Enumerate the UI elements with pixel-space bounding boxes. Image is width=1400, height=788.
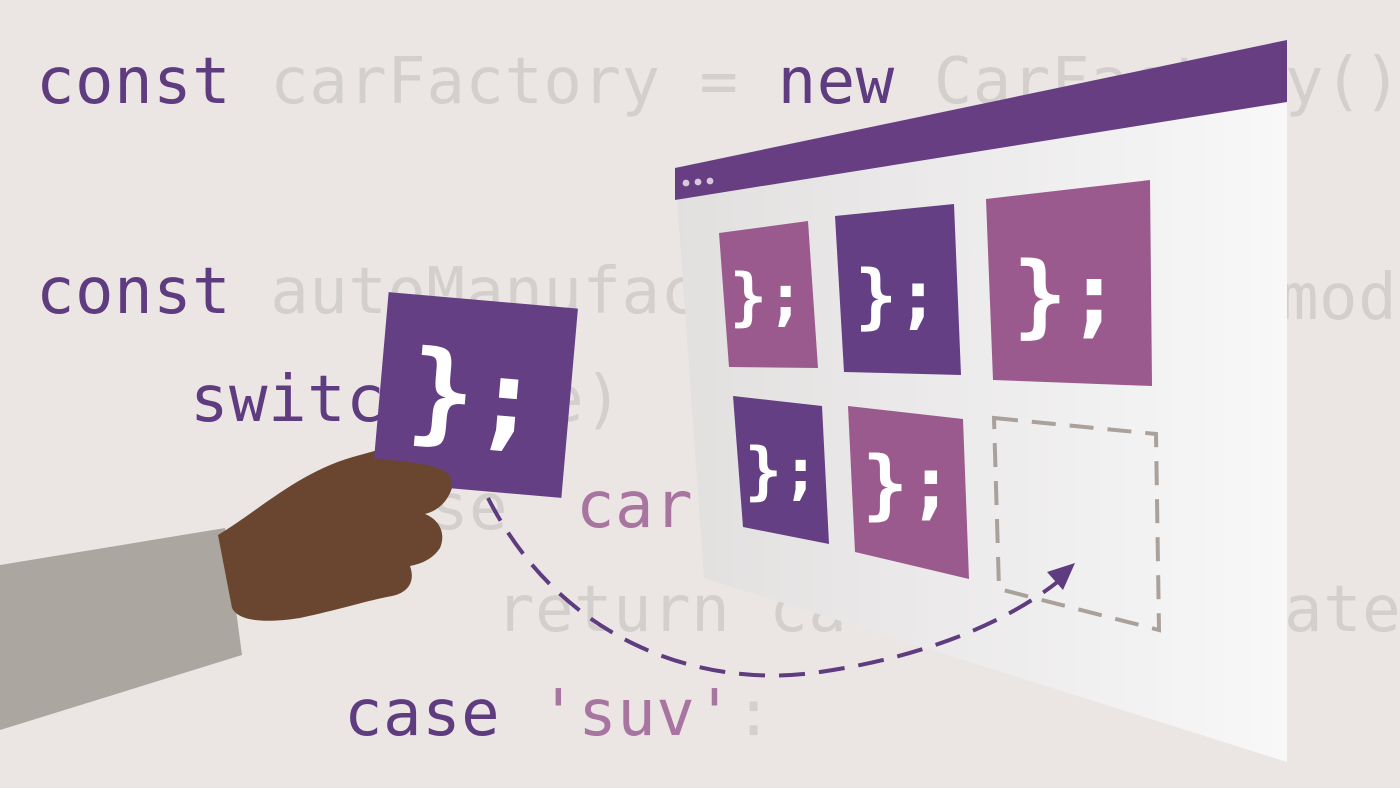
tile-glyph: };: [855, 255, 939, 337]
code-tile: [733, 396, 829, 544]
sleeve: [0, 528, 242, 730]
code-line-3: switc: [190, 368, 385, 432]
code-tile: [848, 406, 969, 579]
tile-glyph: };: [862, 439, 954, 528]
code-tile: [719, 221, 818, 368]
code-keyword: const: [36, 45, 232, 119]
code-tile: [835, 204, 961, 375]
code-line-2-tail: mode: [1280, 261, 1400, 335]
three-dots-icon: [682, 177, 714, 187]
tile-glyph: };: [1013, 243, 1121, 348]
code-keyword: const: [36, 255, 232, 329]
code-line-2: const autoManufac: [36, 260, 700, 324]
tile-glyph: };: [745, 434, 820, 507]
tile-glyph: };: [730, 260, 805, 333]
code-tile: [986, 180, 1152, 386]
code-line-6: case 'suv':: [344, 682, 773, 746]
code-string: 'suv': [539, 677, 735, 751]
browser-title-bar: [675, 40, 1287, 200]
empty-slot-placeholder: [991, 415, 1162, 633]
code-keyword: switc: [190, 363, 386, 437]
curved-dashed-arrow-icon: [486, 497, 1062, 678]
code-text: carFactory =: [270, 45, 778, 119]
code-keyword-new: new: [777, 45, 895, 119]
thumb: [372, 458, 452, 497]
code-keyword: case: [344, 677, 501, 751]
arrow-head-icon: [1047, 563, 1075, 590]
code-text-tail: :: [734, 677, 774, 751]
code-line-4-string: car: [576, 469, 694, 543]
